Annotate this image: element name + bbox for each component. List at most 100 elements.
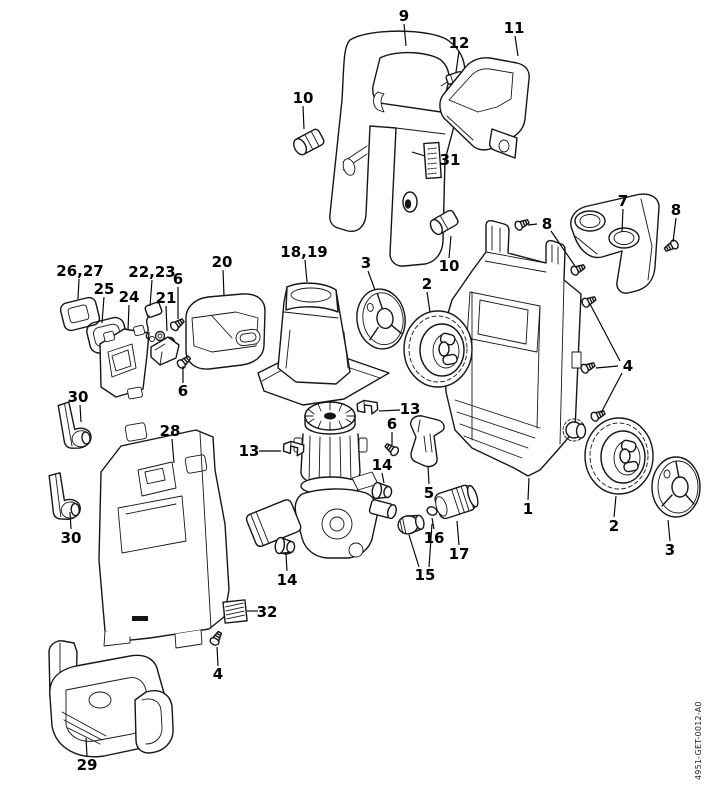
part-callout-22-23: 22,23 [128,263,175,281]
callout-leader-line [428,523,433,568]
callout-leader-line [621,208,624,233]
screw-8-left-drawing [512,216,531,233]
part-13-clip-upper-drawing [356,398,379,416]
callout-leader-line [69,511,72,530]
callout-leader-line [403,23,407,47]
part-callout-9: 9 [399,7,409,25]
part-9-handle-drawing [329,30,466,267]
callout-leader-line [426,291,431,313]
callout-leader-line [527,223,538,226]
part-callout-3: 3 [361,254,371,272]
part-callout-30: 30 [68,388,89,406]
screw-4-low-drawing [588,407,607,424]
part-callout-29: 29 [77,756,98,774]
part-26-27-button-drawing [59,296,101,332]
part-5-clamp-drawing [410,415,445,468]
part-28-front-housing-drawing [98,422,230,649]
part-callout-4: 4 [213,665,223,683]
part-callout-14: 14 [277,571,298,589]
part-callout-30: 30 [61,529,82,547]
callout-leader-line [550,230,576,267]
part-callout-25: 25 [94,280,115,298]
part-callout-8: 8 [542,215,552,233]
part-callout-8: 8 [671,201,681,219]
callout-leader-line [613,495,617,518]
part-7-hose-bracket-drawing [570,193,660,294]
screw-6-upper-drawing [168,315,187,333]
callout-leader-line [304,259,308,283]
part-17-coupling-drawing [434,484,479,520]
part-callout-6: 6 [173,270,183,288]
callout-leader-line [216,646,219,667]
drawing-number: 4951-GET-0012-A0 [694,701,703,780]
callout-leader-line [101,296,105,324]
callout-leader-line [456,520,460,546]
callout-leader-line [222,269,225,297]
part-callout-11: 11 [504,19,525,37]
part-callout-10: 10 [293,89,314,107]
part-callout-31: 31 [440,151,461,169]
part-10-plug-upper-drawing [293,128,325,156]
part-callout-6: 6 [178,382,188,400]
callout-leader-line [667,519,671,542]
part-callout-17: 17 [449,545,470,563]
part-callout-10: 10 [439,257,460,275]
callout-leader-line [514,35,519,57]
part-callout-6: 6 [387,415,397,433]
callout-leader-line [411,151,426,157]
part-3-hubcap-left-drawing [352,285,410,353]
part-callout-14: 14 [372,456,393,474]
callout-leader-line [378,409,401,412]
part-callout-24: 24 [119,288,140,306]
callout-leader-line [285,553,288,572]
part-callout-18-19: 18,19 [280,243,327,261]
part-callout-7: 7 [618,192,628,210]
part-callout-2: 2 [422,275,432,293]
callout-leader-line [302,105,305,130]
callout-leader-line [427,465,430,485]
part-30-hook-lower-drawing [48,470,82,522]
part-18-19-funnel-drawing [257,282,390,406]
screw-4-top-drawing [579,293,598,310]
part-callout-21: 21 [156,289,177,307]
part-2-wheel-left-drawing [403,310,473,388]
screw-4-mid-drawing [578,359,597,376]
part-21-switch-drawing [150,330,180,366]
part-callout-15: 15 [415,566,436,584]
part-20-switch-cover-drawing [185,293,266,370]
callout-leader-line [127,304,130,331]
callout-leader-line [595,365,619,369]
part-motor-pump-assembly-drawing [245,401,397,559]
callout-leader-line [367,270,376,291]
callout-leader-line [431,517,435,530]
callout-leader-line [672,217,677,243]
part-callout-20: 20 [212,253,233,271]
part-14-bushing-right-drawing [370,481,394,502]
part-callout-16: 16 [424,529,445,547]
screw-4-bottom-drawing [208,629,225,648]
part-callout-28: 28 [160,422,181,440]
part-callout-4: 4 [623,357,633,375]
part-29-base-drawing [48,640,174,758]
part-11-cover-drawing [439,57,530,159]
part-callout-13: 13 [239,442,260,460]
part-31-label-sticker-drawing [423,141,442,180]
part-callout-13: 13 [400,400,421,418]
part-1-chassis-frame-drawing [442,219,587,477]
part-24-switch-housing-drawing [99,324,150,400]
part-30-hook-upper-drawing [57,398,94,451]
callout-leader-line [527,477,530,501]
part-16-o-ring-drawing [426,506,438,516]
part-callout-3: 3 [665,541,675,559]
callout-leader-line [408,534,420,568]
part-callout-32: 32 [257,603,278,621]
part-callout-26-27: 26,27 [56,262,103,280]
part-callout-5: 5 [424,484,434,502]
part-32-label-sticker-drawing [222,599,248,624]
part-2-wheel-right-drawing [584,417,654,495]
screw-8-right-drawing [662,238,681,255]
callout-leader-line [77,278,80,300]
